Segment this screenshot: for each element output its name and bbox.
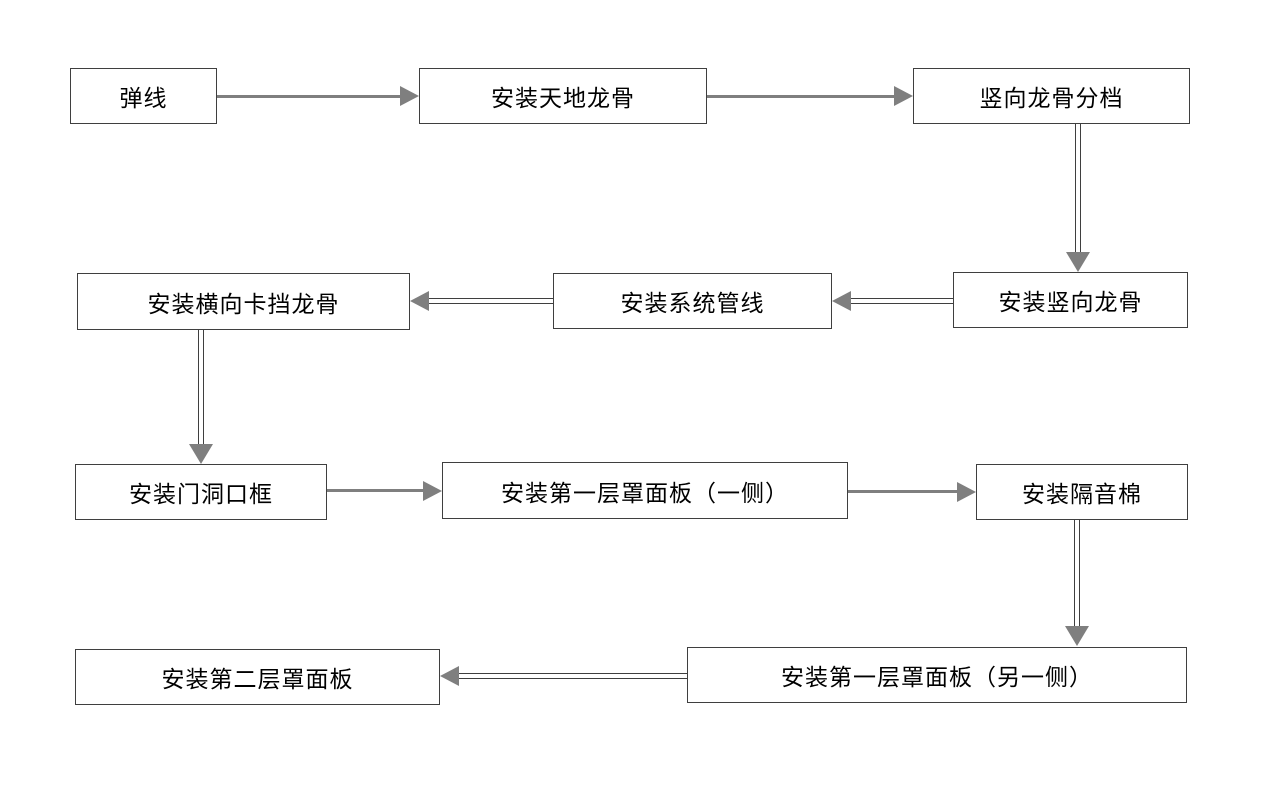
arrow-line	[1075, 124, 1081, 254]
arrow-line	[427, 298, 553, 304]
arrowhead-right-icon	[894, 86, 913, 106]
arrowhead-left-icon	[832, 291, 851, 311]
arrowhead-right-icon	[957, 482, 976, 502]
flow-node-install-first-layer-panel-one-side: 安装第一层罩面板（一侧）	[442, 462, 848, 519]
flow-node-install-first-layer-panel-other-side: 安装第一层罩面板（另一侧）	[687, 647, 1187, 703]
flow-node-install-vertical-stud: 安装竖向龙骨	[953, 272, 1188, 328]
flow-node-install-ceiling-floor-runner: 安装天地龙骨	[419, 68, 707, 124]
flow-node-install-horizontal-blocking-stud: 安装横向卡挡龙骨	[77, 273, 410, 330]
arrow-line	[327, 489, 425, 492]
arrow-line	[848, 490, 959, 493]
arrowhead-down-icon	[1066, 252, 1090, 272]
arrowhead-left-icon	[410, 291, 429, 311]
flow-node-install-door-opening-frame: 安装门洞口框	[75, 464, 327, 520]
flow-node-vertical-stud-spacing: 竖向龙骨分档	[913, 68, 1190, 124]
arrowhead-down-icon	[1065, 626, 1089, 646]
arrow-line	[217, 95, 403, 98]
arrow-line	[707, 95, 894, 98]
arrowhead-right-icon	[400, 86, 419, 106]
arrow-line	[1074, 520, 1080, 628]
arrow-line	[849, 298, 953, 304]
arrow-line	[457, 673, 687, 679]
arrowhead-right-icon	[423, 481, 442, 501]
flow-node-install-sound-insulation: 安装隔音棉	[976, 464, 1188, 520]
arrowhead-left-icon	[440, 666, 459, 686]
flow-node-snap-line: 弹线	[70, 68, 217, 124]
flow-node-install-second-layer-panel: 安装第二层罩面板	[75, 649, 440, 705]
arrowhead-down-icon	[189, 444, 213, 464]
arrow-line	[198, 330, 204, 446]
flow-node-install-system-pipelines: 安装系统管线	[553, 273, 832, 329]
